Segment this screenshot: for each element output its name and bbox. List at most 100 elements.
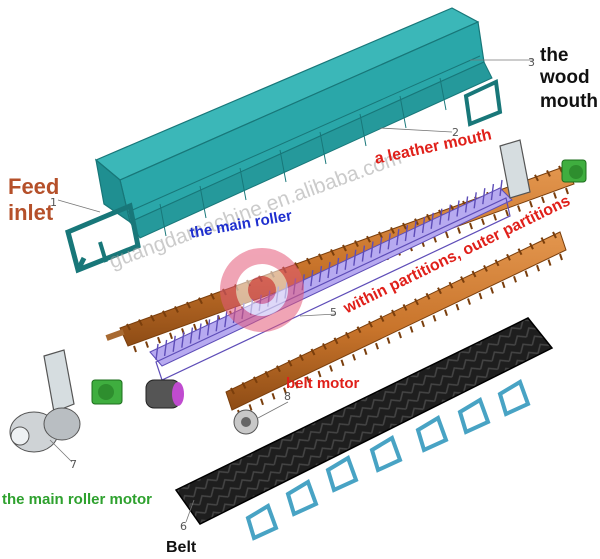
roller-spike: [354, 240, 359, 248]
roller-spike: [210, 292, 215, 300]
roller-spike: [150, 314, 155, 322]
roller-spike: [198, 297, 203, 305]
roller-spike: [529, 242, 534, 250]
roller-spike: [294, 381, 299, 389]
roller-spike: [426, 213, 431, 221]
wood-mouth-label-line3: mouth: [540, 91, 599, 112]
partition-comb-tooth: [439, 208, 443, 225]
partition-comb-tooth: [318, 266, 323, 283]
roller-spike: [553, 192, 557, 199]
roller-spike: [248, 404, 253, 411]
partition-comb-tooth: [198, 323, 202, 340]
partition-comb-tooth: [361, 245, 366, 262]
partition-comb-tooth: [181, 331, 185, 348]
roller-spike: [363, 348, 368, 356]
roller-spike: [444, 309, 448, 317]
roller-spike: [409, 326, 414, 333]
side-plates: [43, 139, 531, 413]
partition-comb-tooth: [335, 257, 340, 274]
roller-spike: [283, 387, 287, 395]
roller-spike: [471, 270, 477, 278]
partition-comb-tooth: [447, 204, 452, 221]
callout-2: 2: [452, 126, 459, 139]
belt-motor: [233, 409, 259, 435]
roller-spike: [490, 287, 494, 294]
roller-spike: [366, 235, 371, 243]
roller-spike: [306, 376, 310, 383]
roller-spike: [310, 348, 316, 356]
roller-spike: [138, 319, 143, 327]
belt-label: Belt: [166, 539, 197, 556]
roller-spike: [379, 315, 385, 323]
roller-spike: [552, 231, 557, 239]
scraper-brackets: [245, 379, 531, 541]
roller-spike: [260, 398, 264, 406]
roller-spike: [264, 370, 270, 378]
roller-spike: [330, 248, 335, 256]
partition-comb-tooth: [215, 315, 219, 332]
partition-comb-tooth: [421, 216, 426, 233]
roller-spike: [546, 169, 551, 177]
roller-spike: [352, 353, 356, 361]
roller-spike: [193, 323, 197, 331]
partition-comb-tooth: [370, 241, 374, 258]
roller-spike: [524, 270, 529, 278]
partition-comb-tooth: [396, 229, 400, 246]
roller-spike: [467, 298, 471, 305]
wood-mouth-label-line1: the: [540, 45, 569, 66]
roller-spike: [271, 392, 276, 400]
partition-comb-tooth: [413, 220, 417, 238]
roller-spike: [547, 259, 552, 266]
leader-lines: [49, 59, 534, 523]
partition-comb-tooth: [387, 233, 391, 250]
roller-spike: [493, 214, 497, 221]
partition-comb-tooth: [224, 311, 228, 328]
callout-6: 6: [180, 520, 187, 533]
partition-comb-tooth: [404, 225, 409, 242]
roller-spike: [513, 275, 517, 283]
roller-spike: [329, 365, 333, 372]
roller-spike: [186, 301, 191, 309]
roller-spike: [157, 336, 161, 344]
belt-motor-mount-right: [561, 159, 587, 183]
roller-spike: [541, 196, 545, 204]
partition-comb-tooth: [155, 343, 159, 361]
main-roller-motor-label: the main roller motor: [2, 491, 153, 508]
watermark-logo: [220, 248, 304, 332]
partition-comb-tooth: [353, 249, 357, 266]
roller-spike: [501, 281, 506, 289]
roller-spike: [253, 376, 258, 384]
roller-spike: [425, 292, 431, 300]
roller-spike: [402, 222, 407, 230]
wood-mouth-label-line2: wood: [540, 67, 590, 88]
partition-comb-tooth: [310, 270, 314, 287]
callout-1: 1: [50, 196, 57, 209]
roller-spike: [368, 320, 373, 328]
roller-spike: [299, 354, 304, 362]
callout-7: 7: [70, 458, 77, 471]
roller-spike: [145, 341, 149, 348]
partition-comb-tooth: [163, 339, 168, 356]
partition-comb-tooth: [206, 319, 211, 336]
partition-comb-tooth: [473, 192, 477, 209]
roller-spike: [517, 205, 521, 212]
motors: [9, 159, 587, 453]
callout-3: 3: [528, 56, 535, 69]
partition-comb-tooth: [172, 335, 176, 352]
partition-comb-tooth: [464, 196, 469, 213]
feed-inlet-label-line2: inlet: [8, 200, 54, 225]
partition-comb-tooth: [490, 184, 495, 201]
roller-spike: [455, 303, 460, 311]
roller-spike: [133, 345, 137, 353]
belt: [174, 317, 554, 525]
roller-spike: [317, 370, 322, 378]
roller-spike: [306, 257, 311, 265]
roller-spike: [294, 262, 299, 270]
roller-spike: [322, 342, 327, 350]
roller-spike: [391, 309, 396, 317]
partition-comb-tooth: [327, 261, 331, 279]
roller-spike: [478, 292, 483, 300]
roller-spike: [230, 387, 235, 395]
partition-comb-tooth: [378, 237, 383, 254]
